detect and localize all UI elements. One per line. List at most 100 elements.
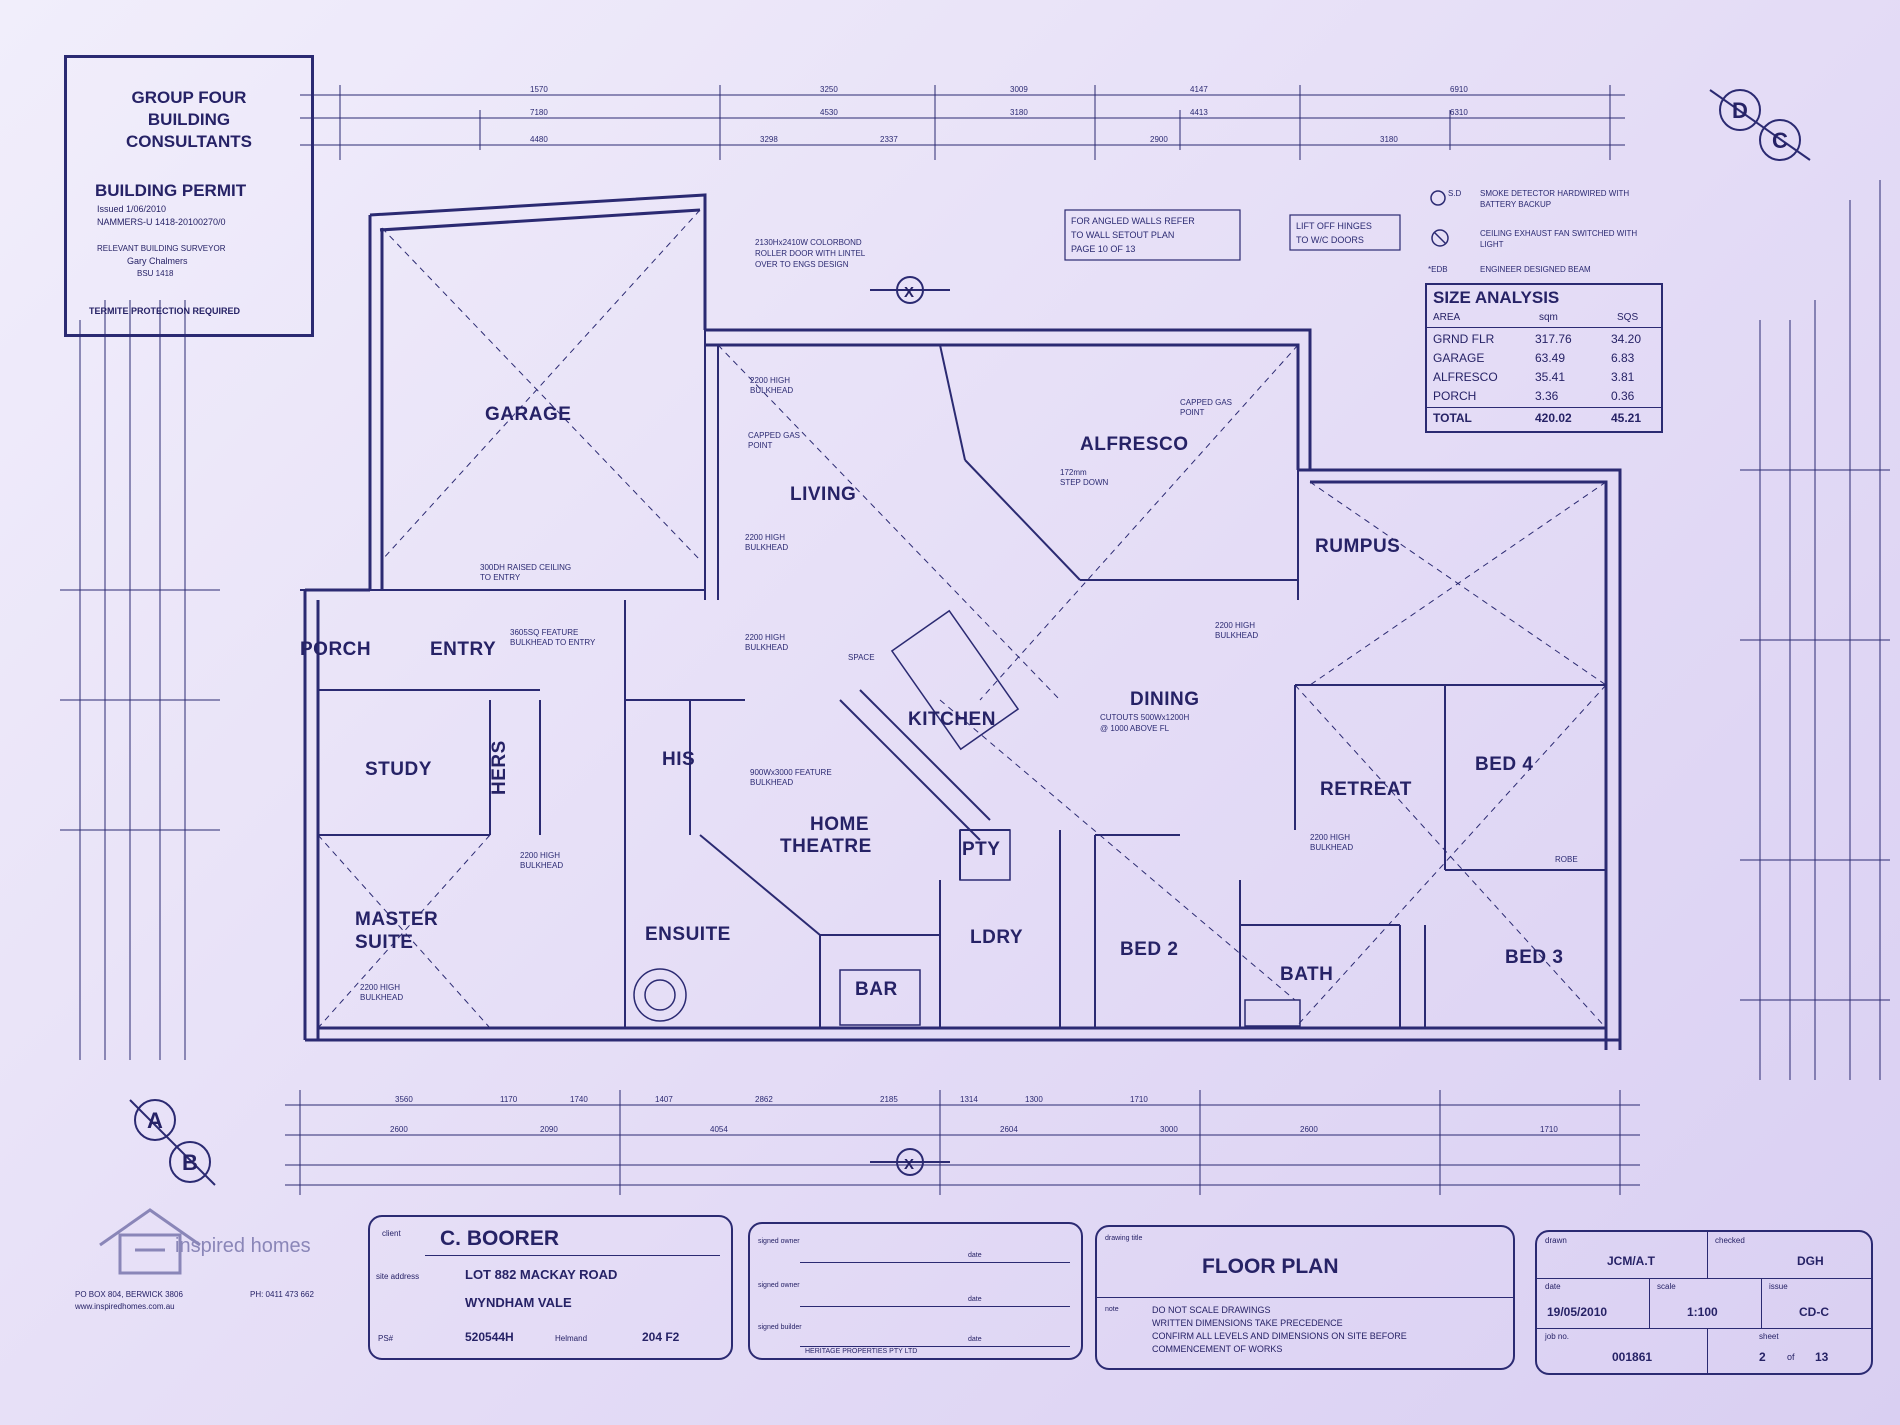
job-label: job no. [1545, 1332, 1570, 1341]
section-marker-letters: X X [904, 284, 915, 1173]
dim-bot-2: 1170 [500, 1095, 518, 1104]
room-hers: HERS [489, 740, 510, 795]
dim-bot-13: 2604 [1000, 1125, 1018, 1134]
sheet-label: sheet [1759, 1332, 1779, 1341]
developer-name: HERITAGE PROPERTIES PTY LTD [805, 1348, 918, 1355]
note-line-4: COMMENCEMENT OF WORKS [1152, 1344, 1283, 1354]
dim-top-14: 2900 [1150, 135, 1168, 144]
legend-fan-2: LIGHT [1480, 240, 1504, 249]
drawn-label: drawn [1545, 1236, 1567, 1245]
lift-off-note-box [1289, 214, 1401, 251]
stamp-line-5: BSU 1418 [137, 269, 174, 278]
scale-label: scale [1657, 1282, 1676, 1291]
dim-bot-16: 1710 [1540, 1125, 1558, 1134]
grid-letter-b: B [182, 1150, 198, 1175]
room-kitchen: KITCHEN [908, 709, 996, 730]
grid-letter-c: C [1772, 128, 1788, 153]
note-cutouts-1: CUTOUTS 500Wx1200H [1100, 713, 1189, 722]
room-study: STUDY [365, 759, 432, 780]
signed-owner2-label: signed owner [758, 1282, 800, 1289]
ps-value: 520544H [465, 1330, 514, 1344]
pantry-box [959, 829, 1011, 881]
size-row-3-sqs: 3.81 [1611, 370, 1635, 384]
smoke-detector-icon [1430, 190, 1446, 206]
stamp-firm-3: CONSULTANTS [126, 132, 252, 151]
size-row-1-sqs: 34.20 [1611, 332, 1642, 346]
room-porch: PORCH [300, 639, 371, 660]
top-dimension-lines [300, 85, 1625, 160]
site-label: site address [376, 1272, 420, 1281]
dim-top-3: 3009 [1010, 85, 1028, 94]
plan-notes: 2130Hx2410W COLORBOND ROLLER DOOR WITH L… [360, 238, 1578, 1002]
room-garage: GARAGE [485, 404, 571, 425]
site-line-1: LOT 882 MACKAY ROAD [465, 1267, 618, 1282]
exterior-walls [303, 193, 1622, 1050]
client-info-panel: client C. BOORER site address LOT 882 MA… [368, 1215, 733, 1360]
dim-top-1: 1570 [530, 85, 548, 94]
dim-bot-8: 1300 [1025, 1095, 1043, 1104]
room-pty: PTY [962, 839, 1000, 860]
note-feature-bulkhead-1: 3605SQ FEATURE [510, 628, 578, 637]
bath-tub [1244, 999, 1301, 1027]
sheet-value: 2 [1759, 1350, 1766, 1364]
stamp-line-1: Issued 1/06/2010 [97, 204, 167, 214]
note-feature-bulkhead-2: BULKHEAD TO ENTRY [510, 638, 596, 647]
grid-letter-d: D [1732, 98, 1748, 123]
dim-bot-6: 2185 [880, 1095, 898, 1104]
note-robe: ROBE [1555, 855, 1578, 864]
dim-bot-5: 2862 [755, 1095, 773, 1104]
room-living: LIVING [790, 484, 856, 505]
dim-top-10: 6310 [1450, 108, 1468, 117]
grid-bubbles [129, 89, 1811, 1186]
note-bulkhead-dining-2: BULKHEAD [1215, 631, 1258, 640]
top-dimension-labels: 1570 3250 3009 4147 6910 7180 4530 3180 … [530, 85, 1468, 144]
size-header-sqm: sqm [1539, 312, 1558, 323]
building-permit-stamp: GROUP FOUR BUILDING CONSULTANTS BUILDING… [64, 55, 314, 337]
drawing-title-panel: drawing title FLOOR PLAN note DO NOT SCA… [1095, 1225, 1515, 1370]
signed-owner2-date: date [968, 1296, 982, 1303]
dim-bot-11: 2090 [540, 1125, 558, 1134]
legend-sd-2: BATTERY BACKUP [1480, 200, 1551, 209]
x-marker-bottom: X [904, 1156, 915, 1173]
note-capped-gas-alf-1: CAPPED GAS [1180, 398, 1232, 407]
date-label: date [1545, 1282, 1561, 1291]
lift-off-2: TO W/C DOORS [1296, 235, 1364, 245]
dim-bot-9: 1710 [1130, 1095, 1148, 1104]
dim-top-2: 3250 [820, 85, 838, 94]
room-master-2: SUITE [355, 932, 413, 953]
dim-bot-10: 2600 [390, 1125, 408, 1134]
grid-bubble-letters: D C A B [147, 98, 1788, 1175]
note-line-2: WRITTEN DIMENSIONS TAKE PRECEDENCE [1152, 1318, 1343, 1328]
note-roller-door-3: OVER TO ENGS DESIGN [755, 260, 849, 269]
room-master-1: MASTER [355, 909, 438, 930]
boxed-notes-text: FOR ANGLED WALLS REFER TO WALL SETOUT PL… [1071, 216, 1372, 254]
ps-label: PS# [378, 1334, 394, 1343]
note-theatre-feature-2: BULKHEAD [750, 778, 793, 787]
signature-panel: signed owner date signed owner date sign… [748, 1222, 1083, 1360]
dim-top-5: 6910 [1450, 85, 1468, 94]
room-rumpus: RUMPUS [1315, 536, 1400, 557]
section-markers [870, 276, 950, 1176]
dim-top-13: 2337 [880, 135, 898, 144]
angled-walls-1: FOR ANGLED WALLS REFER [1071, 216, 1195, 226]
issue-label: issue [1769, 1282, 1788, 1291]
size-analysis-title: SIZE ANALYSIS [1433, 288, 1560, 307]
note-roller-door-1: 2130Hx2410W COLORBOND [755, 238, 862, 247]
note-capped-gas-alf-2: POINT [1180, 408, 1205, 417]
size-header-sqs: SQS [1617, 312, 1639, 323]
grid-bubble-b [169, 1141, 211, 1183]
room-entry: ENTRY [430, 639, 496, 660]
fixtures [633, 609, 1301, 1027]
note-bulkhead-master-2: BULKHEAD [520, 861, 563, 870]
grid-bubble-d [1719, 89, 1761, 131]
size-row-4-sqm: 3.36 [1535, 389, 1559, 403]
note-space: SPACE [848, 653, 875, 662]
stamp-line-2: NAMMERS-U 1418-20100270/0 [97, 217, 226, 227]
note-bulkhead-suite-1: 2200 HIGH [360, 983, 400, 992]
room-bed2: BED 2 [1120, 939, 1178, 960]
legend-sd-1: SMOKE DETECTOR HARDWIRED WITH [1480, 189, 1629, 198]
dim-bot-3: 1740 [570, 1095, 588, 1104]
scale-value: 1:100 [1687, 1305, 1718, 1319]
grid-bubble-a [134, 1099, 176, 1141]
sheet-of: of [1787, 1352, 1795, 1362]
